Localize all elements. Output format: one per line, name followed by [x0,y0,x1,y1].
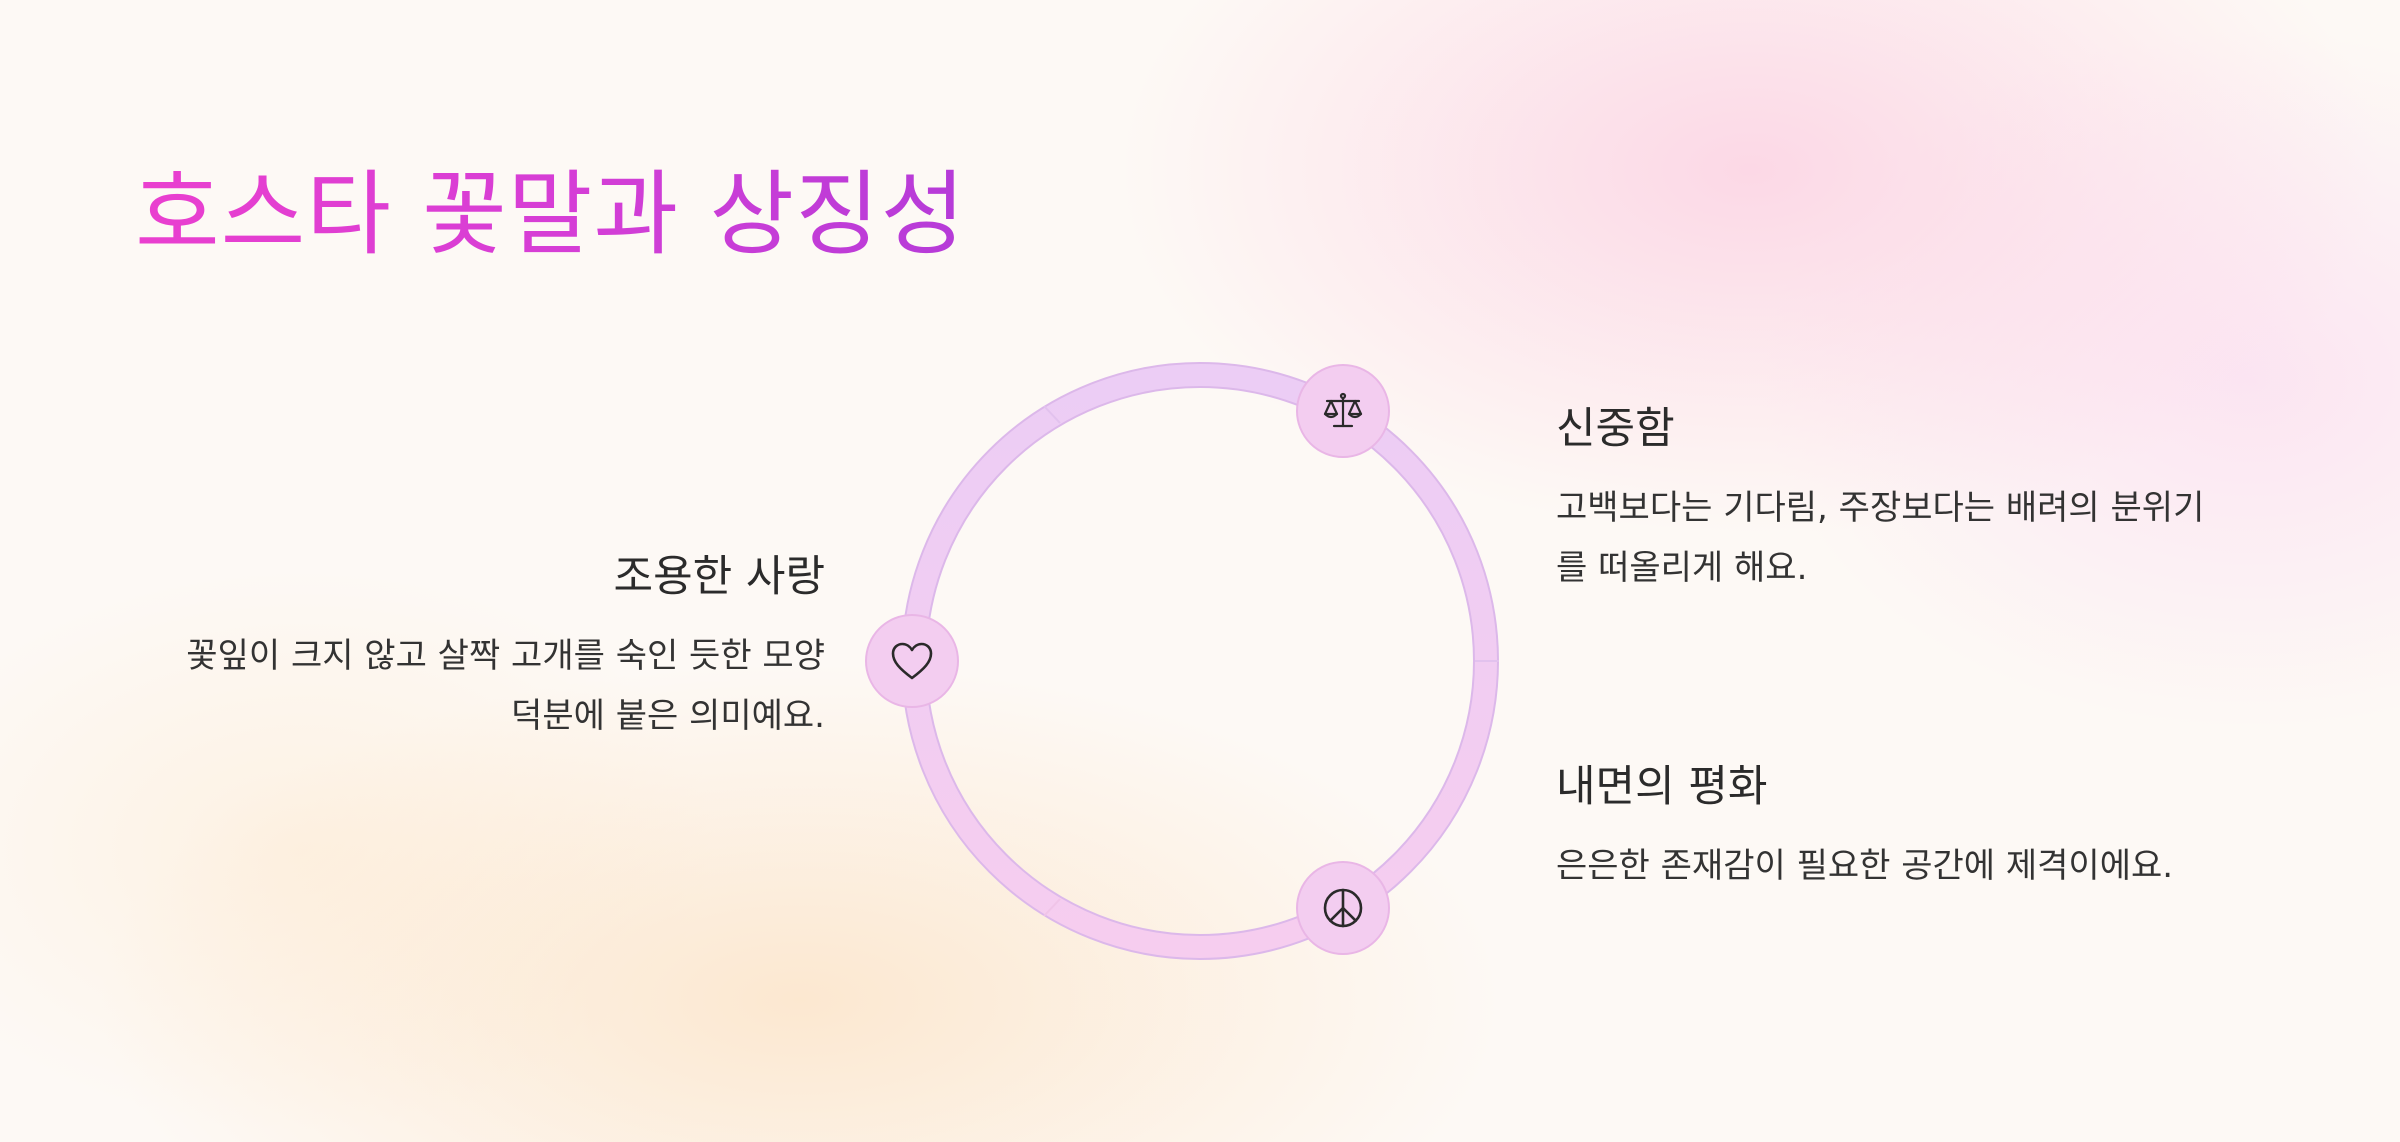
description-line: 고백보다는 기다림, 주장보다는 배려의 분위기 [1556,487,2205,528]
meaning-description: 은은한 존재감이 필요한 공간에 제격이에요. [1556,836,2316,896]
heart-node [865,614,959,708]
meaning-heading: 신중함 [1556,404,1675,454]
ring-fill [903,364,1497,958]
peace-node [1296,861,1390,955]
meaning-description: 꽃잎이 크지 않고 살짝 고개를 숙인 듯한 모양 덕분에 붙은 의미예요. [105,626,825,746]
scales-icon [1323,392,1363,428]
peace-icon [1323,888,1363,928]
heart-icon [891,642,933,680]
meaning-heading: 내면의 평화 [1556,762,1768,812]
description-line: 은은한 존재감이 필요한 공간에 제격이에요. [1556,845,2174,886]
ring-track [901,362,1499,960]
meaning-heading: 조용한 사랑 [613,552,825,602]
scales-node [1296,364,1390,458]
description-line: 꽃잎이 크지 않고 살짝 고개를 숙인 듯한 모양 [186,635,825,676]
description-line: 덕분에 붙은 의미예요. [511,695,825,736]
meaning-prudence: 신중함 고백보다는 기다림, 주장보다는 배려의 분위기 를 떠올리게 해요. [1556,404,2316,598]
meaning-inner-peace: 내면의 평화 은은한 존재감이 필요한 공간에 제격이에요. [1556,762,2316,896]
page-title: 호스타 꽃말과 상징성 [135,160,966,270]
meaning-quiet-love: 조용한 사랑 꽃잎이 크지 않고 살짝 고개를 숙인 듯한 모양 덕분에 붙은 … [105,552,825,746]
description-line: 를 떠올리게 해요. [1556,547,1808,588]
ring-divider [1043,405,1061,424]
ring-divider [1043,898,1061,917]
meaning-description: 고백보다는 기다림, 주장보다는 배려의 분위기 를 떠올리게 해요. [1556,478,2316,598]
